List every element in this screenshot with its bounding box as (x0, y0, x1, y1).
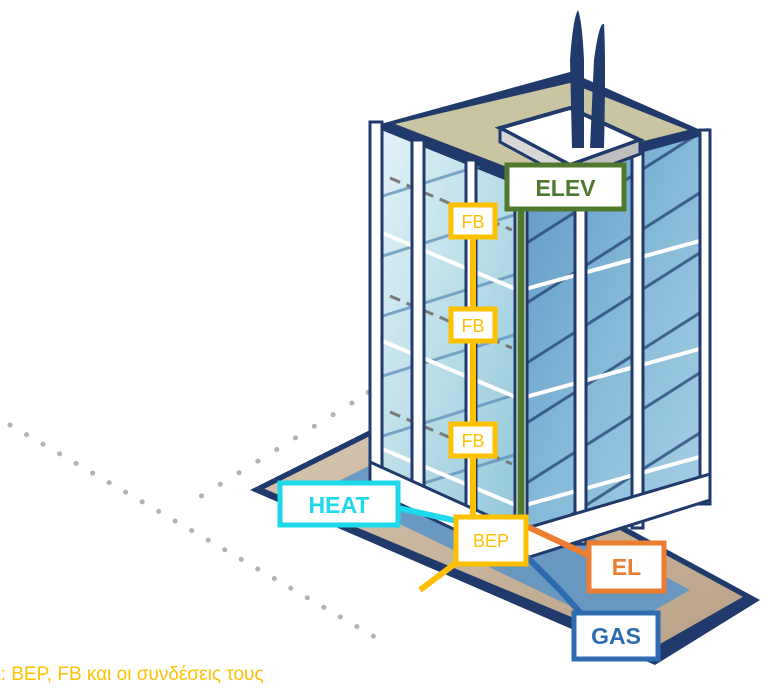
rooftop-antennas (570, 10, 605, 148)
fb-top-label: FB (461, 212, 484, 232)
right-face-floor-bands (521, 238, 704, 508)
gas-label: GAS (591, 623, 641, 649)
elev-box: ELEV (504, 162, 627, 212)
fb-box-top: FB (448, 202, 498, 240)
el-label: EL (612, 554, 641, 580)
gas-box: GAS (571, 610, 661, 662)
left-face-floor-bands (379, 230, 519, 508)
fb-middle-label: FB (461, 316, 484, 336)
heat-label: HEAT (309, 492, 370, 518)
elev-label: ELEV (535, 175, 596, 201)
el-box: EL (586, 540, 667, 594)
figure-caption: A: BEP, FB και οι συνδέσεις τους (0, 664, 264, 685)
fb-bottom-label: FB (461, 431, 484, 451)
connection-lines (397, 208, 592, 620)
bep-label: BEP (473, 531, 509, 551)
bep-box: BEP (453, 514, 529, 567)
fb-box-bottom: FB (448, 421, 498, 459)
heat-box: HEAT (277, 480, 401, 528)
fb-box-middle: FB (448, 306, 498, 344)
